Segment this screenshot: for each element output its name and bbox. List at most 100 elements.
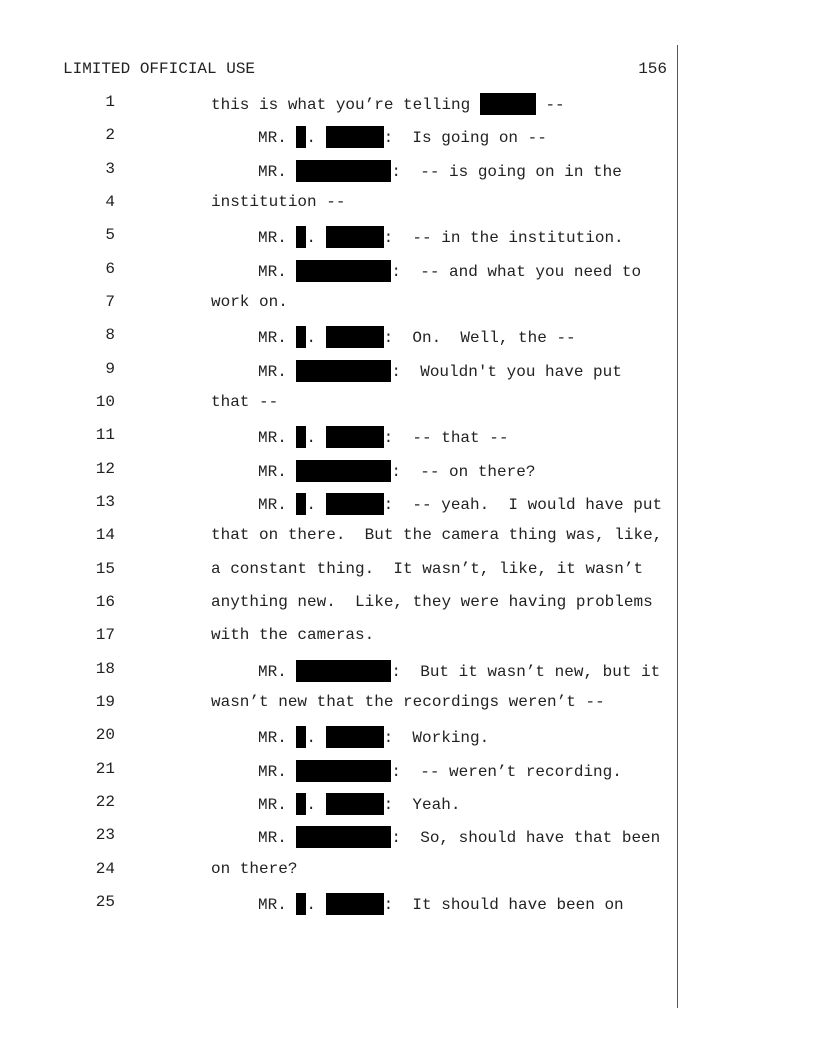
line-text: institution -- — [211, 193, 345, 211]
text-segment: wasn’t new that the recordings weren’t -… — [211, 692, 605, 711]
transcript-line: 23 MR. : So, should have that been — [0, 826, 680, 850]
text-segment: MR. — [258, 262, 297, 281]
line-number: 14 — [95, 526, 115, 545]
line-number: 19 — [95, 692, 115, 711]
text-segment: : But it wasn’t new, but it — [391, 662, 661, 681]
text-segment: MR. — [258, 162, 297, 181]
line-number: 10 — [95, 392, 115, 411]
text-segment: this is what you’re telling — [211, 96, 480, 114]
text-segment: with the cameras. — [211, 626, 375, 645]
text-segment: a constant thing. It wasn’t, like, it wa… — [211, 559, 644, 578]
line-text: MR. : -- weren’t recording. — [258, 759, 622, 782]
line-text: this is what you’re telling -- — [211, 93, 565, 115]
text-segment: that on there. But the camera thing was,… — [211, 526, 663, 545]
classification-label: LIMITED OFFICIAL USE — [63, 60, 256, 78]
line-text: MR. . : On. Well, the -- — [258, 326, 576, 349]
text-segment: anything new. Like, they were having pro… — [211, 592, 653, 611]
line-text: MR. . : -- yeah. I would have put — [258, 492, 663, 515]
redaction-box — [296, 326, 307, 349]
text-segment: : It should have been on — [383, 895, 624, 914]
line-number: 24 — [95, 859, 115, 878]
line-number: 3 — [105, 159, 115, 178]
redaction-box — [296, 659, 392, 682]
text-segment: : Working. — [383, 729, 490, 748]
redaction-box — [325, 426, 384, 449]
text-segment: MR. — [258, 829, 297, 848]
line-text: MR. : Wouldn't you have put — [258, 359, 622, 382]
line-text: work on. — [211, 293, 288, 311]
line-number: 9 — [105, 359, 115, 378]
redaction-box — [325, 126, 384, 149]
redaction-box — [296, 892, 307, 915]
text-segment: . — [306, 429, 326, 448]
text-segment: : So, should have that been — [391, 829, 661, 848]
margin-rule — [677, 45, 678, 1008]
line-text: MR. : But it wasn’t new, but it — [258, 659, 661, 682]
line-number: 1 — [105, 93, 115, 111]
text-segment: . — [306, 795, 326, 814]
text-segment: : Is going on -- — [383, 129, 547, 148]
line-text: MR. . : -- that -- — [258, 426, 509, 449]
text-segment: . — [306, 729, 326, 748]
line-text: with the cameras. — [211, 626, 374, 644]
text-segment: : -- yeah. I would have put — [383, 495, 663, 514]
redaction-box — [296, 826, 392, 849]
text-segment: -- — [535, 96, 565, 114]
redaction-box — [479, 93, 536, 115]
redaction-box — [296, 226, 307, 249]
transcript-line: 8 MR. . : On. Well, the -- — [0, 326, 680, 350]
redaction-box — [325, 726, 384, 749]
line-number: 23 — [95, 826, 115, 845]
line-number: 8 — [105, 326, 115, 345]
text-segment: : -- that -- — [383, 429, 509, 448]
text-segment: : -- weren’t recording. — [391, 762, 622, 781]
text-segment: : -- and what you need to — [391, 262, 642, 281]
text-segment: MR. — [258, 895, 297, 914]
text-segment: MR. — [258, 429, 297, 448]
text-segment: MR. — [258, 329, 297, 348]
line-text: wasn’t new that the recordings weren’t -… — [211, 693, 605, 711]
line-text: on there? — [211, 860, 297, 878]
text-segment: : On. Well, the -- — [383, 329, 576, 348]
text-segment: : Wouldn't you have put — [391, 362, 622, 381]
line-number: 7 — [105, 292, 115, 311]
redaction-box — [325, 492, 384, 515]
line-text: MR. : So, should have that been — [258, 826, 661, 849]
line-text: MR. : -- is going on in the — [258, 159, 622, 182]
text-segment: that -- — [211, 392, 279, 411]
text-segment: . — [306, 495, 326, 514]
line-text: that on there. But the camera thing was,… — [211, 526, 662, 544]
transcript-line: 24 on there? — [0, 860, 680, 884]
page-header: LIMITED OFFICIAL USE 156 — [63, 60, 667, 80]
redaction-box — [296, 759, 392, 782]
text-segment: MR. — [258, 729, 297, 748]
text-segment: : -- on there? — [391, 462, 536, 481]
transcript-line: 15 a constant thing. It wasn’t, like, it … — [0, 560, 680, 584]
text-segment: MR. — [258, 662, 297, 681]
text-segment: work on. — [211, 292, 288, 311]
line-text: MR. . : Working. — [258, 726, 490, 749]
line-number: 5 — [105, 226, 115, 245]
text-segment: MR. — [258, 762, 297, 781]
transcript-line: 13 MR. . : -- yeah. I would have put — [0, 492, 680, 517]
redaction-box — [296, 792, 307, 815]
line-number: 15 — [95, 559, 115, 578]
line-number: 16 — [95, 592, 115, 611]
line-number: 13 — [95, 492, 115, 511]
line-text: MR. . : Yeah. — [258, 792, 460, 815]
text-segment: MR. — [258, 495, 297, 514]
text-segment: MR. — [258, 362, 297, 381]
line-text: MR. : -- on there? — [258, 459, 536, 482]
redaction-box — [296, 359, 392, 382]
transcript-line: 3 MR. : -- is going on in the — [0, 159, 680, 184]
transcript-line: 14 that on there. But the camera thing wa… — [0, 526, 680, 550]
